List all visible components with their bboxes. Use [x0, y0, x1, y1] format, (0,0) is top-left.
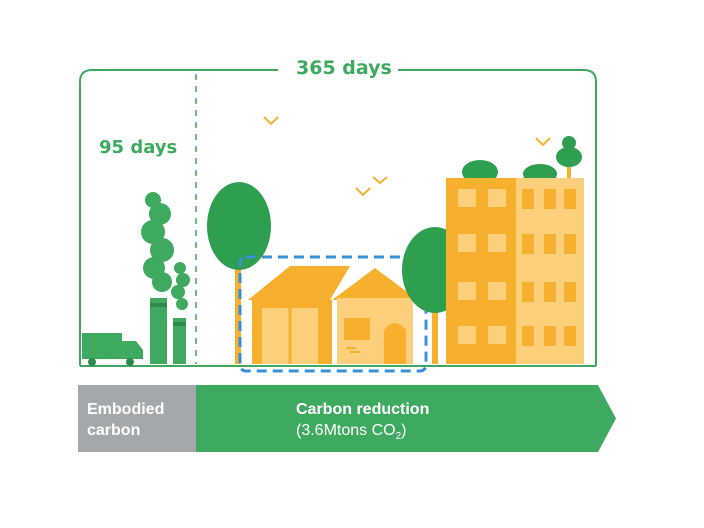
building-icon	[446, 178, 584, 364]
amount-prefix: (3.6Mtons CO	[296, 422, 396, 439]
embodied-carbon-segment: Embodied carbon	[78, 385, 196, 452]
timeline-frame	[79, 69, 597, 366]
embodied-days-label: 95 days	[99, 137, 178, 158]
carbon-reduction-amount: (3.6Mtons CO2)	[296, 420, 429, 447]
tree-icon	[462, 136, 582, 184]
embodied-line1: Embodied	[87, 401, 165, 418]
carbon-reduction-title: Carbon reduction	[296, 401, 430, 418]
bird-icon	[263, 116, 551, 197]
amount-suffix: )	[401, 422, 407, 439]
truck-icon	[82, 333, 143, 366]
embodied-line2: carbon	[87, 422, 141, 439]
carbon-reduction-segment: Carbon reduction (3.6Mtons CO2)	[196, 385, 616, 452]
total-days-label: 365 days	[290, 57, 398, 79]
house-icon	[238, 255, 428, 373]
tree-icon	[207, 182, 271, 364]
amount-subscript: 2	[395, 431, 402, 443]
factory-icon	[141, 192, 190, 364]
carbon-reduction-arrow	[196, 385, 616, 452]
